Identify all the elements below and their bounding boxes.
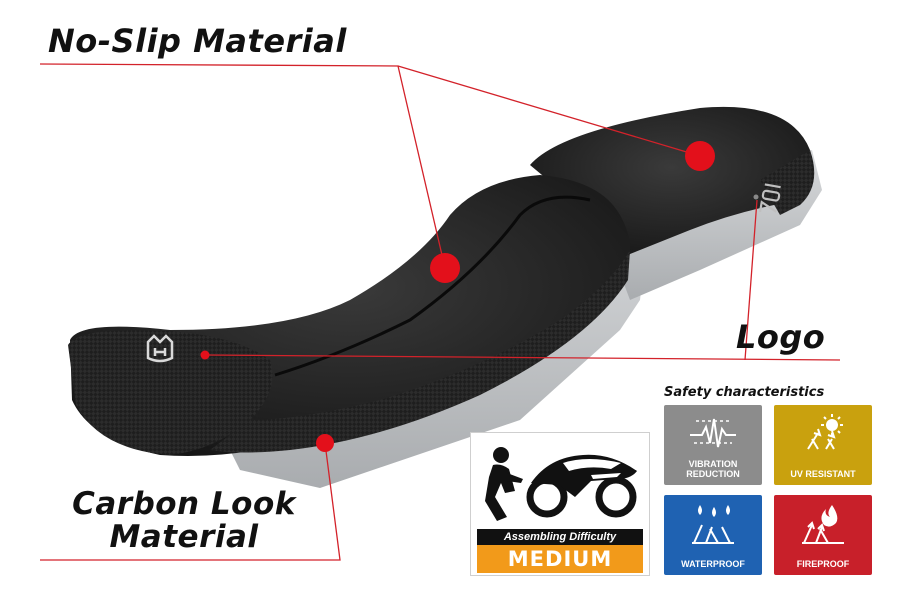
callout-carbon: Carbon Look Material bbox=[50, 488, 318, 554]
water-drops-icon bbox=[692, 505, 734, 544]
callout-line-logo bbox=[204, 199, 841, 361]
safety-title: Safety characteristics bbox=[664, 385, 825, 400]
dot-logo bbox=[200, 350, 210, 360]
seat-carbon-nose bbox=[68, 330, 273, 455]
safety-tile-fireproof: FIREPROOF bbox=[774, 495, 872, 575]
assembly-level: MEDIUM bbox=[477, 545, 643, 573]
callout-line-no-slip bbox=[39, 63, 701, 269]
safety-label-fireproof: FIREPROOF bbox=[796, 559, 850, 569]
seat-grey-side-front bbox=[210, 210, 650, 488]
mechanic-motorcycle-icon bbox=[485, 447, 637, 521]
callout-line-carbon bbox=[40, 442, 341, 561]
safety-label-vibration: VIBRATION REDUCTION bbox=[686, 459, 740, 479]
safety-tile-uv: UV RESISTANT bbox=[774, 405, 872, 485]
dot-carbon bbox=[316, 434, 334, 452]
dot-no-slip-front bbox=[430, 253, 460, 283]
flame-icon bbox=[802, 505, 844, 544]
safety-label-uv: UV RESISTANT bbox=[790, 469, 856, 479]
safety-tile-vibration: VIBRATION REDUCTION bbox=[664, 405, 762, 485]
husqvarna-crown-icon bbox=[146, 334, 174, 363]
assembly-caption: Assembling Difficulty bbox=[477, 529, 643, 545]
safety-tile-waterproof: WATERPROOF bbox=[664, 495, 762, 575]
sun-uv-icon bbox=[807, 414, 843, 450]
vibration-icon bbox=[690, 418, 736, 448]
callout-no-slip: No-Slip Material bbox=[48, 22, 347, 60]
callout-logo: Logo bbox=[736, 318, 826, 356]
assembly-difficulty-badge: Assembling Difficulty MEDIUM bbox=[470, 432, 650, 576]
dot-no-slip-rear bbox=[685, 141, 715, 171]
callout-carbon-line1: Carbon Look bbox=[72, 486, 296, 522]
callout-carbon-line2: Material bbox=[109, 519, 259, 555]
safety-label-waterproof: WATERPROOF bbox=[681, 559, 745, 569]
